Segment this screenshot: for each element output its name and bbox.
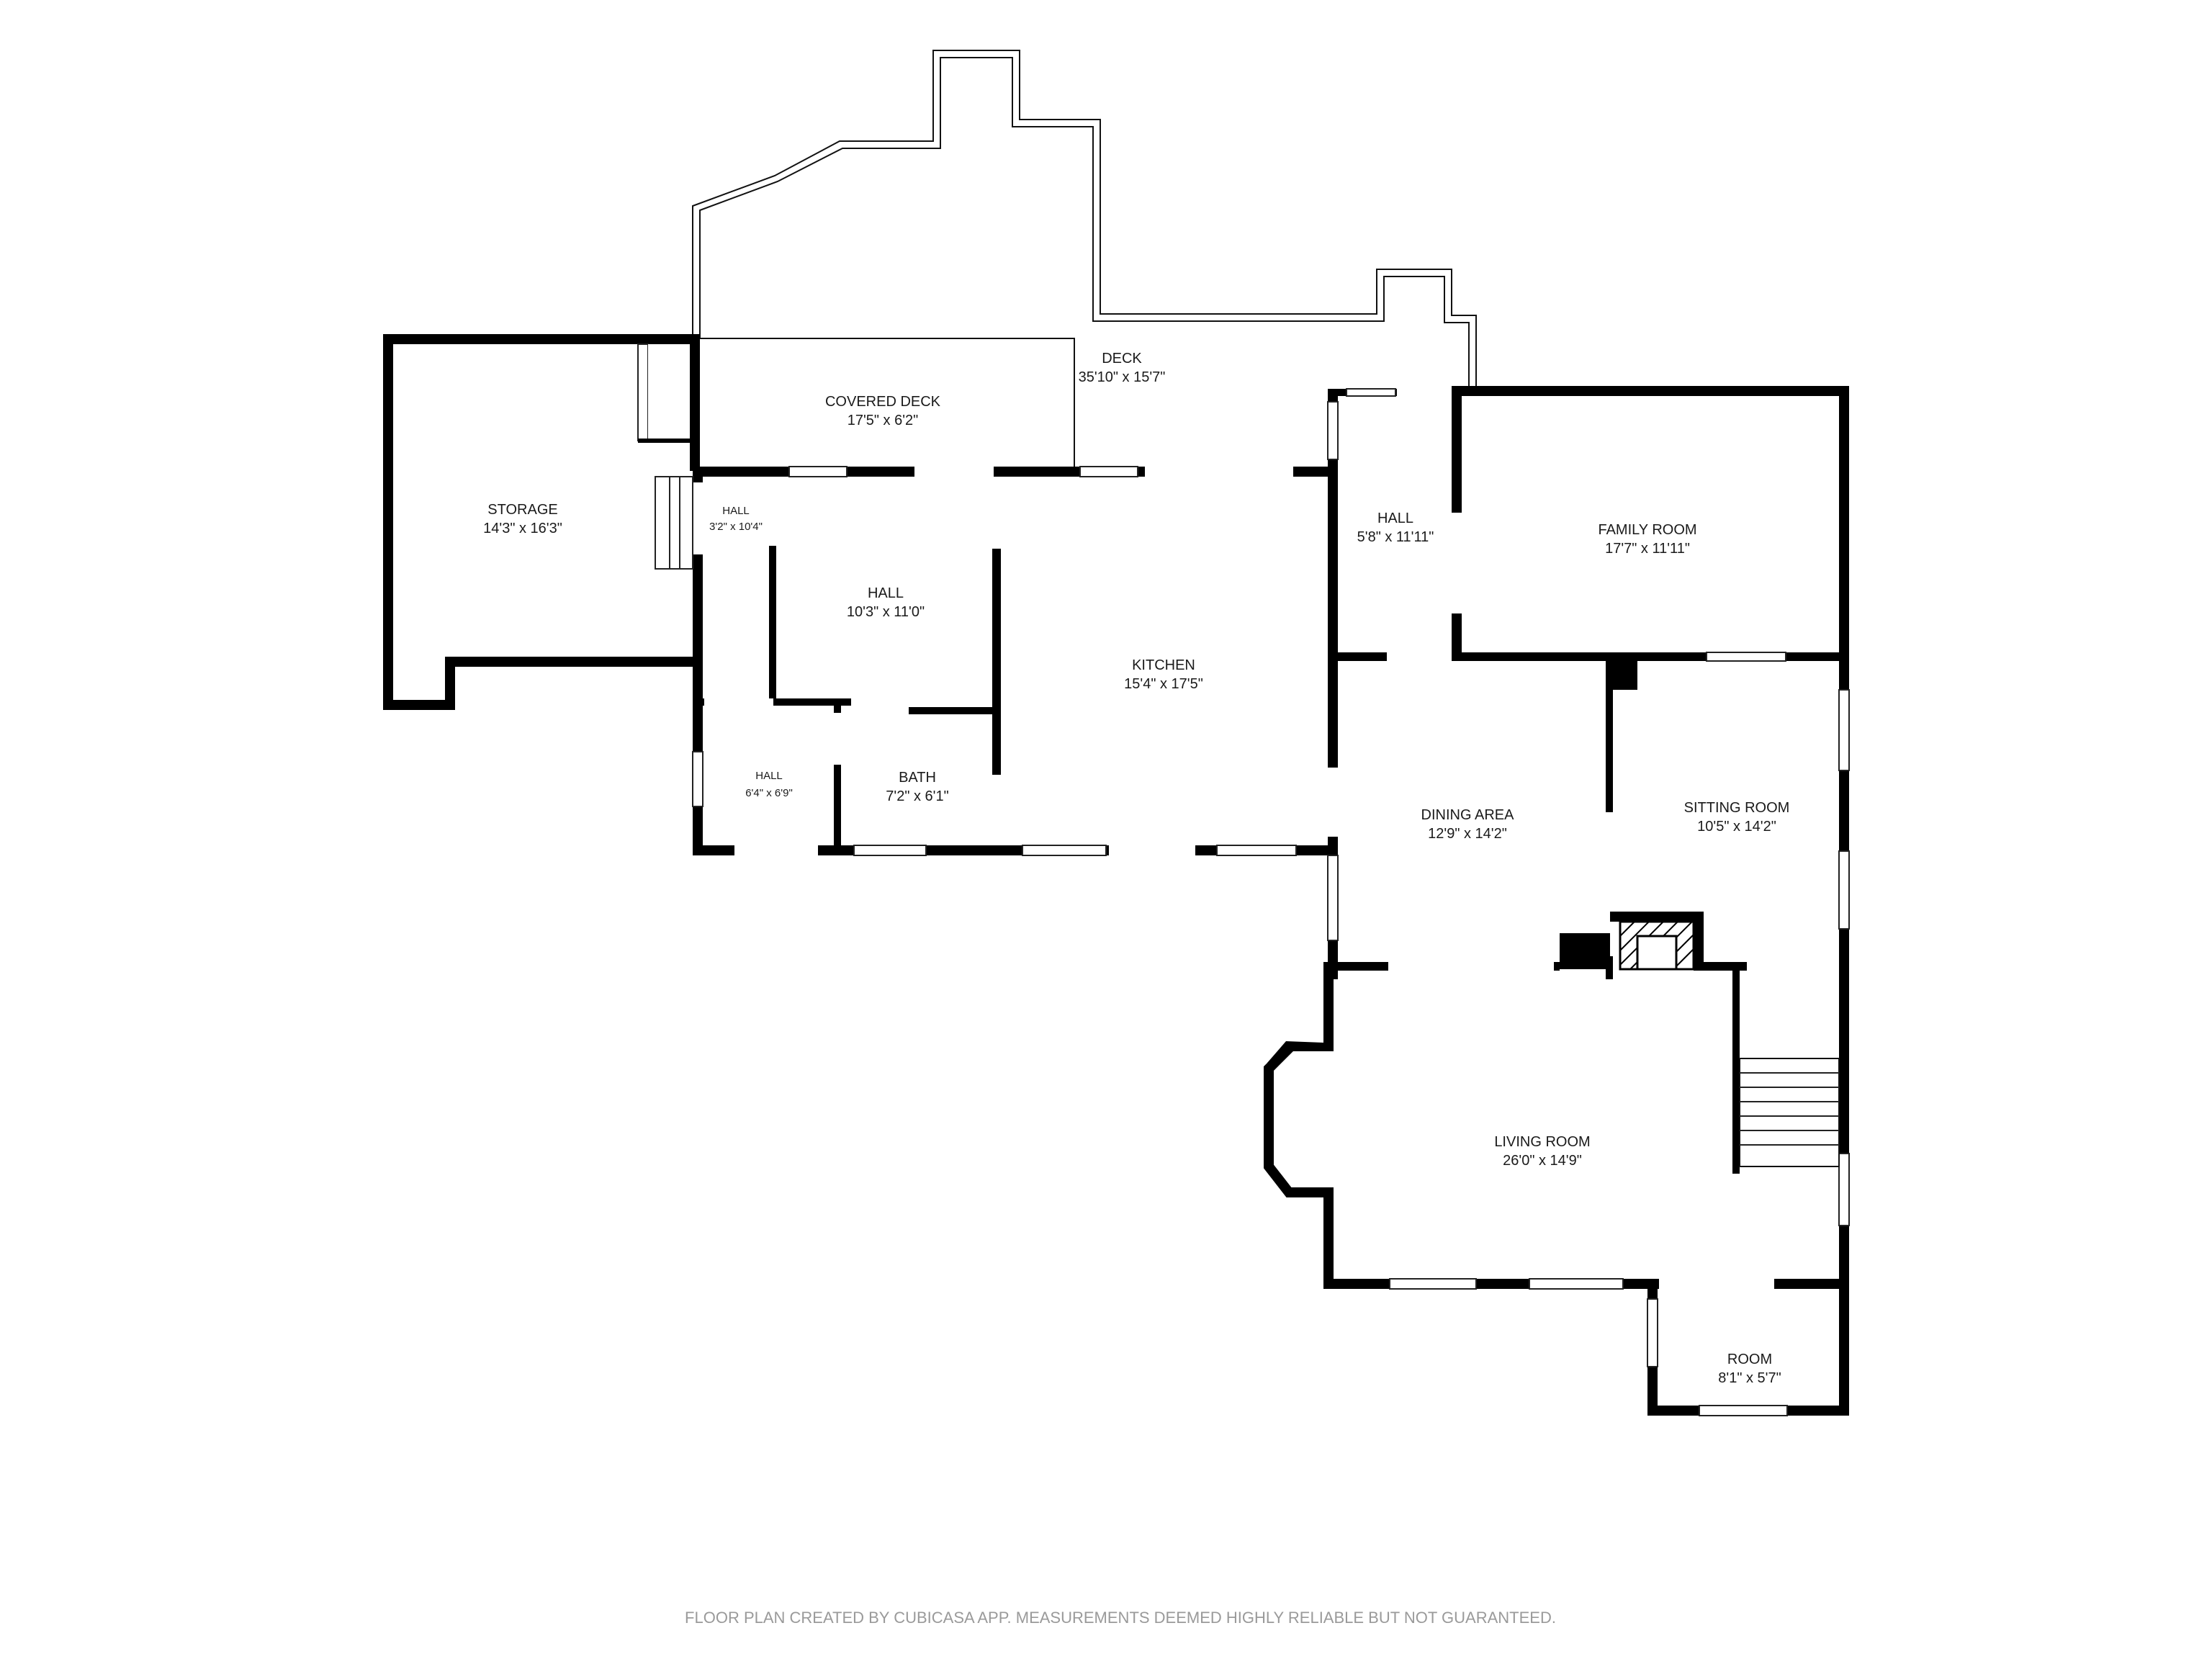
svg-text:35'10" x 15'7": 35'10" x 15'7" bbox=[1079, 369, 1166, 385]
svg-text:BATH: BATH bbox=[899, 770, 936, 786]
svg-text:COVERED DECK: COVERED DECK bbox=[825, 394, 941, 410]
svg-text:LIVING ROOM: LIVING ROOM bbox=[1494, 1134, 1590, 1150]
svg-text:7'2" x 6'1": 7'2" x 6'1" bbox=[886, 788, 948, 804]
svg-text:HALL: HALL bbox=[755, 770, 783, 782]
room-label-dining-area: DINING AREA 12'9" x 14'2" bbox=[1421, 807, 1515, 842]
room-label-storage: STORAGE 14'3" x 16'3" bbox=[483, 502, 562, 536]
core-walls bbox=[655, 466, 1339, 979]
room-label-hall-mid: HALL 10'3" x 11'0" bbox=[847, 585, 925, 620]
svg-text:SITTING ROOM: SITTING ROOM bbox=[1684, 800, 1790, 816]
room-label-deck: DECK 35'10" x 15'7" bbox=[1079, 351, 1166, 385]
svg-text:6'4" x 6'9": 6'4" x 6'9" bbox=[745, 787, 793, 799]
room-label-bath: BATH 7'2" x 6'1" bbox=[886, 770, 948, 804]
room-label-room: ROOM 8'1" x 5'7" bbox=[1718, 1352, 1781, 1386]
svg-text:DECK: DECK bbox=[1102, 351, 1142, 367]
svg-text:14'3" x 16'3": 14'3" x 16'3" bbox=[483, 521, 562, 536]
room-label-living-room: LIVING ROOM 26'0" x 14'9" bbox=[1494, 1134, 1590, 1169]
storage-walls bbox=[383, 334, 700, 710]
svg-text:5'8" x 11'11": 5'8" x 11'11" bbox=[1357, 529, 1434, 545]
svg-text:HALL: HALL bbox=[1377, 511, 1413, 526]
room-label-hall-lower: HALL 6'4" x 6'9" bbox=[745, 770, 793, 799]
svg-text:15'4" x 17'5": 15'4" x 17'5" bbox=[1124, 676, 1203, 692]
room-label-sitting-room: SITTING ROOM 10'5" x 14'2" bbox=[1684, 800, 1790, 835]
room-label-kitchen: KITCHEN 15'4" x 17'5" bbox=[1124, 657, 1203, 692]
svg-text:12'9" x 14'2": 12'9" x 14'2" bbox=[1428, 826, 1507, 842]
svg-text:KITCHEN: KITCHEN bbox=[1132, 657, 1195, 673]
svg-text:26'0" x 14'9": 26'0" x 14'9" bbox=[1503, 1153, 1582, 1169]
svg-text:DINING AREA: DINING AREA bbox=[1421, 807, 1515, 823]
svg-text:10'5" x 14'2": 10'5" x 14'2" bbox=[1697, 819, 1776, 835]
svg-text:17'5" x 6'2": 17'5" x 6'2" bbox=[848, 413, 919, 428]
right-wing-walls bbox=[1327, 386, 1850, 1416]
room-label-hall-small: HALL 3'2" x 10'4" bbox=[709, 505, 763, 533]
svg-text:8'1" x 5'7": 8'1" x 5'7" bbox=[1718, 1370, 1781, 1386]
room-label-family-room: FAMILY ROOM 17'7" x 11'11" bbox=[1598, 522, 1696, 557]
svg-text:FAMILY ROOM: FAMILY ROOM bbox=[1598, 522, 1696, 538]
footer-disclaimer: FLOOR PLAN CREATED BY CUBICASA APP. MEAS… bbox=[685, 1609, 1556, 1627]
svg-text:ROOM: ROOM bbox=[1727, 1352, 1772, 1367]
svg-text:HALL: HALL bbox=[868, 585, 904, 601]
room-label-hall-right: HALL 5'8" x 11'11" bbox=[1357, 511, 1434, 545]
svg-text:17'7" x 11'11": 17'7" x 11'11" bbox=[1605, 541, 1690, 557]
room-label-covered-deck: COVERED DECK 17'5" x 6'2" bbox=[825, 394, 941, 428]
living-room-walls bbox=[1264, 962, 1849, 1416]
svg-text:3'2" x 10'4": 3'2" x 10'4" bbox=[709, 521, 763, 533]
svg-text:STORAGE: STORAGE bbox=[487, 502, 557, 518]
deck-outline bbox=[692, 50, 1477, 472]
svg-text:10'3" x 11'0": 10'3" x 11'0" bbox=[847, 604, 925, 620]
svg-text:HALL: HALL bbox=[722, 505, 750, 517]
